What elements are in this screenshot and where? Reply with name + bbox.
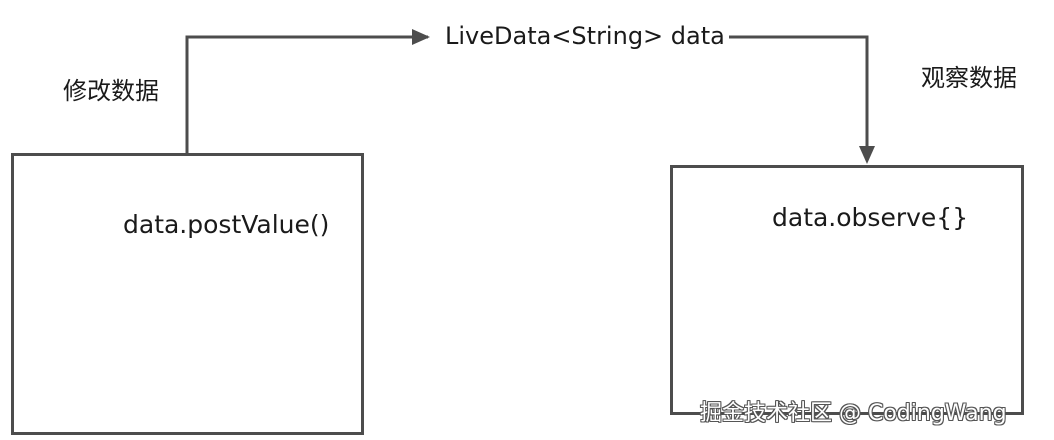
observe-code: data.observe{}: [772, 203, 969, 232]
post-arrow: [185, 35, 428, 153]
watermark-text: 掘金技术社区 @ CodingWang: [700, 401, 1007, 426]
observe-arrow-head: [859, 146, 875, 164]
modify-data-caption: 修改数据: [63, 77, 159, 105]
post-value-box: [11, 153, 364, 435]
observe-box: [670, 165, 1024, 415]
livedata-label: LiveData<String> data: [441, 24, 729, 48]
post-value-code: data.postValue(): [123, 210, 330, 239]
observe-data-caption: 观察数据: [921, 64, 1017, 92]
post-arrow-head: [412, 29, 430, 45]
observe-arrow: [722, 35, 869, 152]
